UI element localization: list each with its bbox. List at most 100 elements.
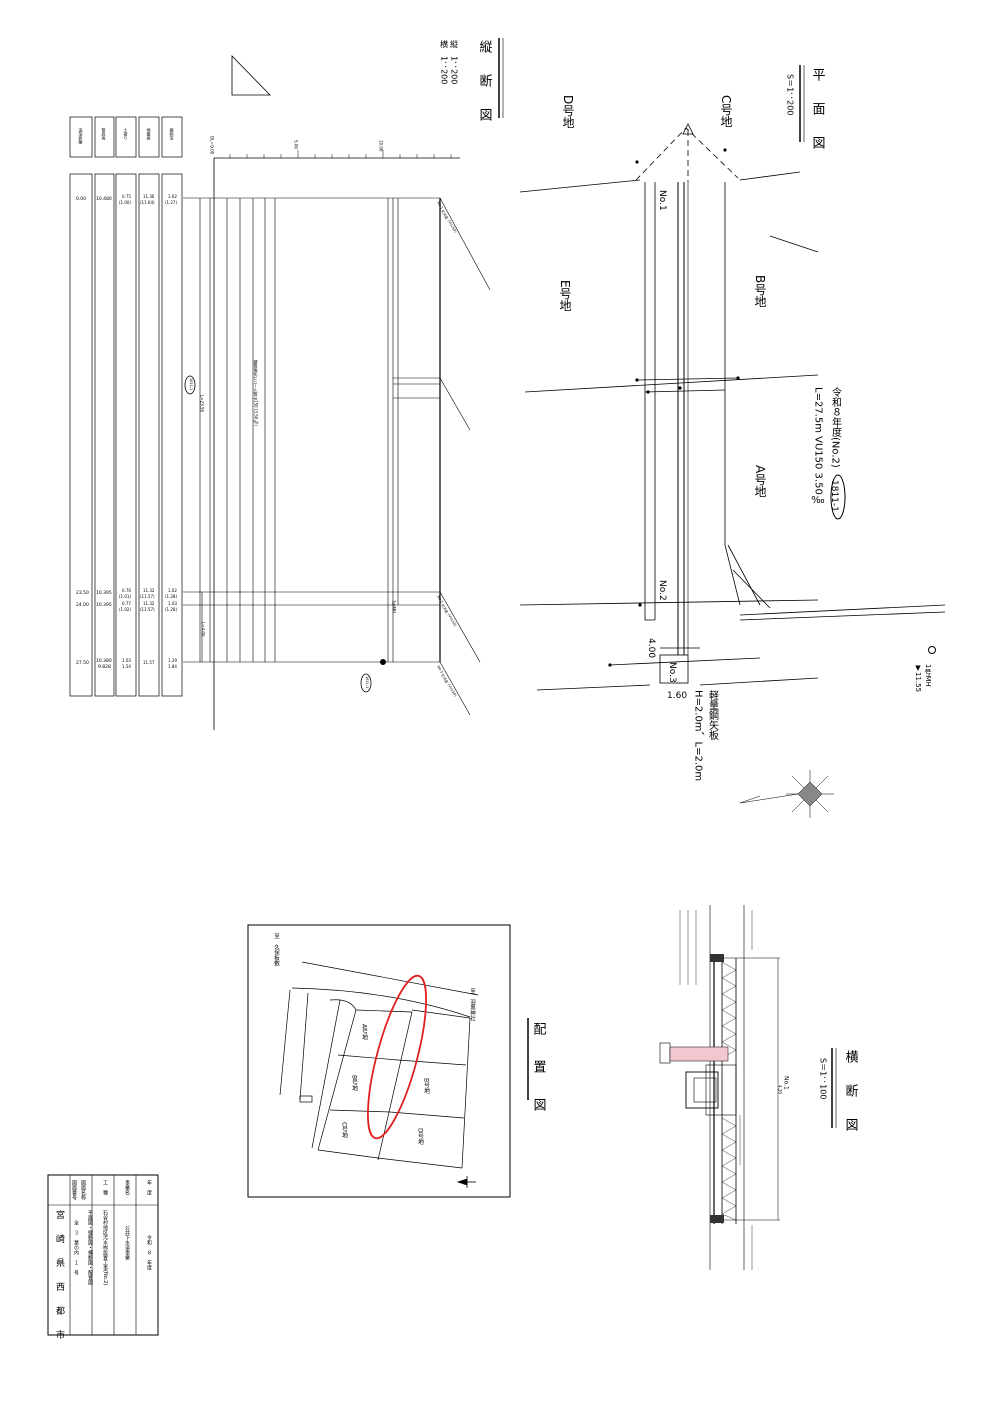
tb-header-number: 図面番号 <box>71 1180 77 1201</box>
cell-depth-4: 1.29 <box>168 658 177 663</box>
row-header-invert: 管底高 <box>102 127 107 141</box>
location-road-top: 至 久保板敷 <box>273 933 280 968</box>
north-compass-icon <box>739 770 834 818</box>
highlight-ellipse <box>367 974 427 1140</box>
plan-plate-label: 軽量鋼矢板 <box>707 690 719 741</box>
cell-invert-3: 10.395 <box>96 602 112 608</box>
cell-invert-1: 10.480 <box>96 196 112 202</box>
plan-pipe-note-2: L=27.5m VU150 3.50‰ <box>811 387 824 506</box>
cross-no1: No.1 <box>783 1076 790 1090</box>
cell-depth2-3: (1.28) <box>165 607 177 612</box>
plan-pipe-badge: 1811-1 <box>829 480 839 512</box>
cell-depth-2: 1.02 <box>168 588 177 593</box>
cell-depth2-4: 1.84 <box>168 664 177 669</box>
cell-cover-2: 0.76 <box>122 588 131 593</box>
curb-bottom-icon <box>710 1215 724 1223</box>
plan-no3: No.3 <box>667 662 677 683</box>
location-lot-d: D号地 <box>417 1128 424 1145</box>
mh-badge-2: 1811-1 <box>365 676 369 688</box>
cell-ground2-1: (11.64) <box>140 200 155 205</box>
pipe-label: L=23.50 <box>200 395 205 412</box>
location-lot-c: C号地 <box>341 1122 348 1138</box>
location-lot-e: E号地 <box>423 1078 430 1094</box>
location-lot-a: A号地 <box>361 1024 368 1040</box>
cell-cover2-4: 1.54 <box>122 664 131 669</box>
dl-label: DL＝9.00 <box>210 136 215 155</box>
cell-ground-4: 11.57 <box>143 660 155 665</box>
mh-badge-ellipse <box>184 375 196 395</box>
cell-depth-3: 1.03 <box>168 601 177 606</box>
plan-lot-b: B号地 <box>753 275 767 307</box>
profile-axis: DL＝9.00 5.00 10.00 <box>210 136 460 730</box>
plan-mh-circle-icon <box>928 646 936 654</box>
plan-no1: No.1 <box>657 190 667 211</box>
cell-ground-2: 11.32 <box>143 588 155 593</box>
cell-ground2-3: (11.57) <box>140 607 155 612</box>
cell-cover-4: 1.03 <box>122 658 131 663</box>
pipe-label-2: L=4.00 <box>201 622 206 637</box>
cross-scale: S＝1：100 <box>819 1058 828 1099</box>
plan-dim-160: 1.60 <box>667 691 687 701</box>
slope-triangle-icon <box>231 55 271 96</box>
plan-lot-a: A号地 <box>753 465 767 497</box>
location-road-right: 至 羽黒神社 <box>469 988 476 1023</box>
mh-badge: 1811-1 <box>189 378 193 390</box>
row-header-cover: 土被り <box>124 127 129 141</box>
cell-depth2-1: (1.27) <box>165 200 177 205</box>
cell-ground-1: 11.36 <box>143 194 155 199</box>
profile-table-body: 0.00 10.480 0.75 (1.00) 11.36 (11.64) 1.… <box>69 173 183 697</box>
tb-header-project: 事業名 <box>124 1179 130 1196</box>
cell-cover-3: 0.77 <box>122 601 131 606</box>
plan-pipe-badge-ellipse <box>830 474 846 520</box>
cell-ground-3: 11.32 <box>143 601 155 606</box>
profile-section: 縦 断 図 縦 1：200 横 1：200 追加距離 管底高 土被り 地盤高 掘… <box>69 38 504 730</box>
cross-leaders <box>679 910 753 1270</box>
tb-header-drawing: 図面名称 <box>80 1180 86 1201</box>
row-header-depth: 掘削深 <box>170 127 175 141</box>
pipe-highlight <box>669 1046 729 1062</box>
plan-dim-400: 4.00 <box>646 638 656 658</box>
location-north-icon <box>456 1176 476 1188</box>
cell-dist-2: 23.50 <box>76 590 89 596</box>
station-label-2: No.2 汚水桝 (VU150) <box>435 595 457 629</box>
cross-title: 横 断 図 <box>843 1050 859 1135</box>
plan-lot-d: D号地 <box>561 95 575 128</box>
station-label-3: No.3 汚水桝 (VU150) <box>435 665 457 699</box>
cell-dist-1: 0.00 <box>76 196 86 202</box>
manhole-marker-icon <box>380 659 386 665</box>
tb-work: 石谷村地区汚水桝設置工事(No.2) <box>102 1210 108 1285</box>
plan-mh-label: 1号MH <box>924 664 932 687</box>
plan-scale: S＝1：200 <box>786 74 795 115</box>
profile-mh-label: 1号MH <box>392 600 397 613</box>
location-section: 配 置 図 A号地 B号地 C号地 D号地 E号地 至 久保板敷 <box>247 924 547 1198</box>
cell-invert2-4: 9.828 <box>98 664 111 670</box>
row-header-dist: 追加距離 <box>79 127 84 145</box>
plan-lot-c: C号地 <box>719 95 733 127</box>
cross-section: 横 断 図 S＝1：100 No.1 4.20 <box>659 905 859 1270</box>
cell-depth-1: 1.02 <box>168 194 177 199</box>
plan-no2: No.2 <box>657 580 667 601</box>
plan-boundaries <box>519 127 946 691</box>
cell-depth2-2: (1.28) <box>165 594 177 599</box>
tb-drawing: 平面図・縦断図・横断図・配置図 <box>87 1210 93 1286</box>
plan-mh-level: ▼11.55 <box>914 664 922 692</box>
tb-org: 宮 崎 県 西 都 市 <box>54 1209 65 1342</box>
plan-title: 平 面 図 <box>810 68 826 153</box>
plan-pipe-note: 令和８年度(No.2) <box>830 386 842 468</box>
pipe-spec: 硬質塩化ビニール管 φ150 (3.50‰) <box>252 359 258 427</box>
cross-width: 4.20 <box>778 1085 783 1094</box>
location-title: 配 置 図 <box>531 1022 547 1117</box>
curb-top-icon <box>710 954 724 962</box>
cell-invert-4: 10.380 <box>96 658 112 664</box>
tb-header-year: 年 度 <box>146 1179 152 1196</box>
tick-5: 5.00 <box>294 140 299 149</box>
tick-10: 10.00 <box>379 140 384 152</box>
row-header-ground: 地盤高 <box>147 127 152 141</box>
tb-header-work: 工 種 <box>102 1180 108 1196</box>
cell-cover-1: 0.75 <box>122 194 131 199</box>
plan-section: 平 面 図 S＝1：200 <box>519 65 946 818</box>
profile-table-header: 追加距離 管底高 土被り 地盤高 掘削深 <box>69 116 183 158</box>
mh-badge-ellipse-2 <box>360 673 372 693</box>
profile-scale-v: 縦 1：200 <box>450 39 459 84</box>
